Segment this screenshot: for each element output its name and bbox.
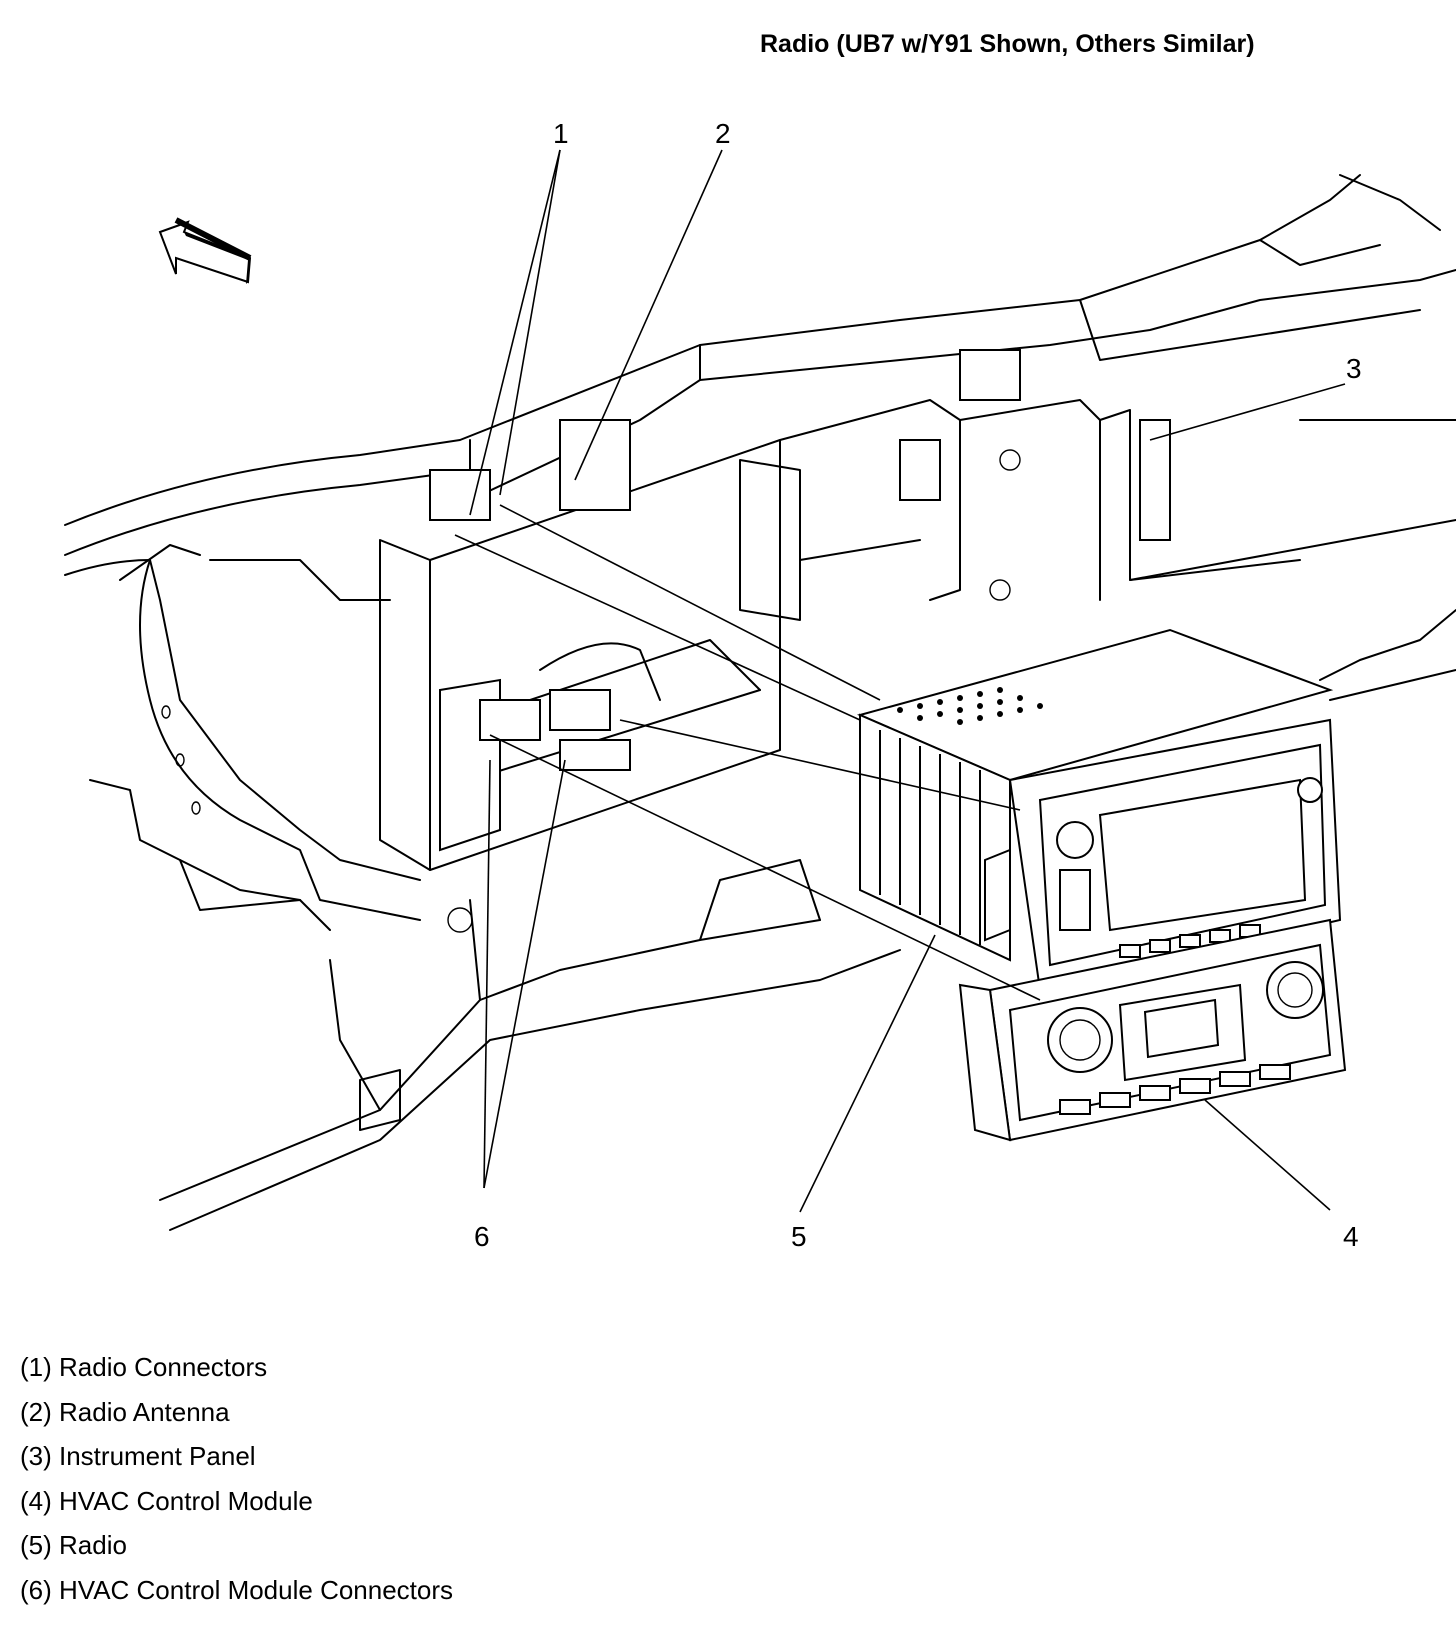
legend-item: (6) HVAC Control Module Connectors — [20, 1574, 454, 1605]
legend-item: (1) Radio Connectors — [20, 1352, 268, 1382]
callout-4: 4 — [1343, 1221, 1359, 1252]
legend-item: (5) Radio — [20, 1530, 127, 1560]
callout-6: 6 — [474, 1221, 490, 1252]
legend-item: (3) Instrument Panel — [20, 1441, 256, 1471]
callout-5: 5 — [791, 1221, 807, 1252]
callout-1: 1 — [553, 118, 569, 149]
alignment-lines — [454, 504, 1041, 1001]
callout-3: 3 — [1346, 353, 1362, 384]
instrument-panel — [64, 174, 1456, 1231]
callout-2: 2 — [715, 118, 731, 149]
forward-arrow-icon — [158, 217, 252, 284]
legend-item: (4) HVAC Control Module — [20, 1485, 313, 1516]
radio-unit — [856, 628, 1342, 992]
leader-lines — [469, 149, 1346, 1213]
legend-item: (2) Radio Antenna — [20, 1396, 230, 1427]
hvac-control-module — [958, 918, 1347, 1142]
legend: (1) Radio Connectors (2) Radio Antenna (… — [20, 1352, 453, 1619]
diagram-title: Radio (UB7 w/Y91 Shown, Others Similar) — [760, 30, 1255, 58]
